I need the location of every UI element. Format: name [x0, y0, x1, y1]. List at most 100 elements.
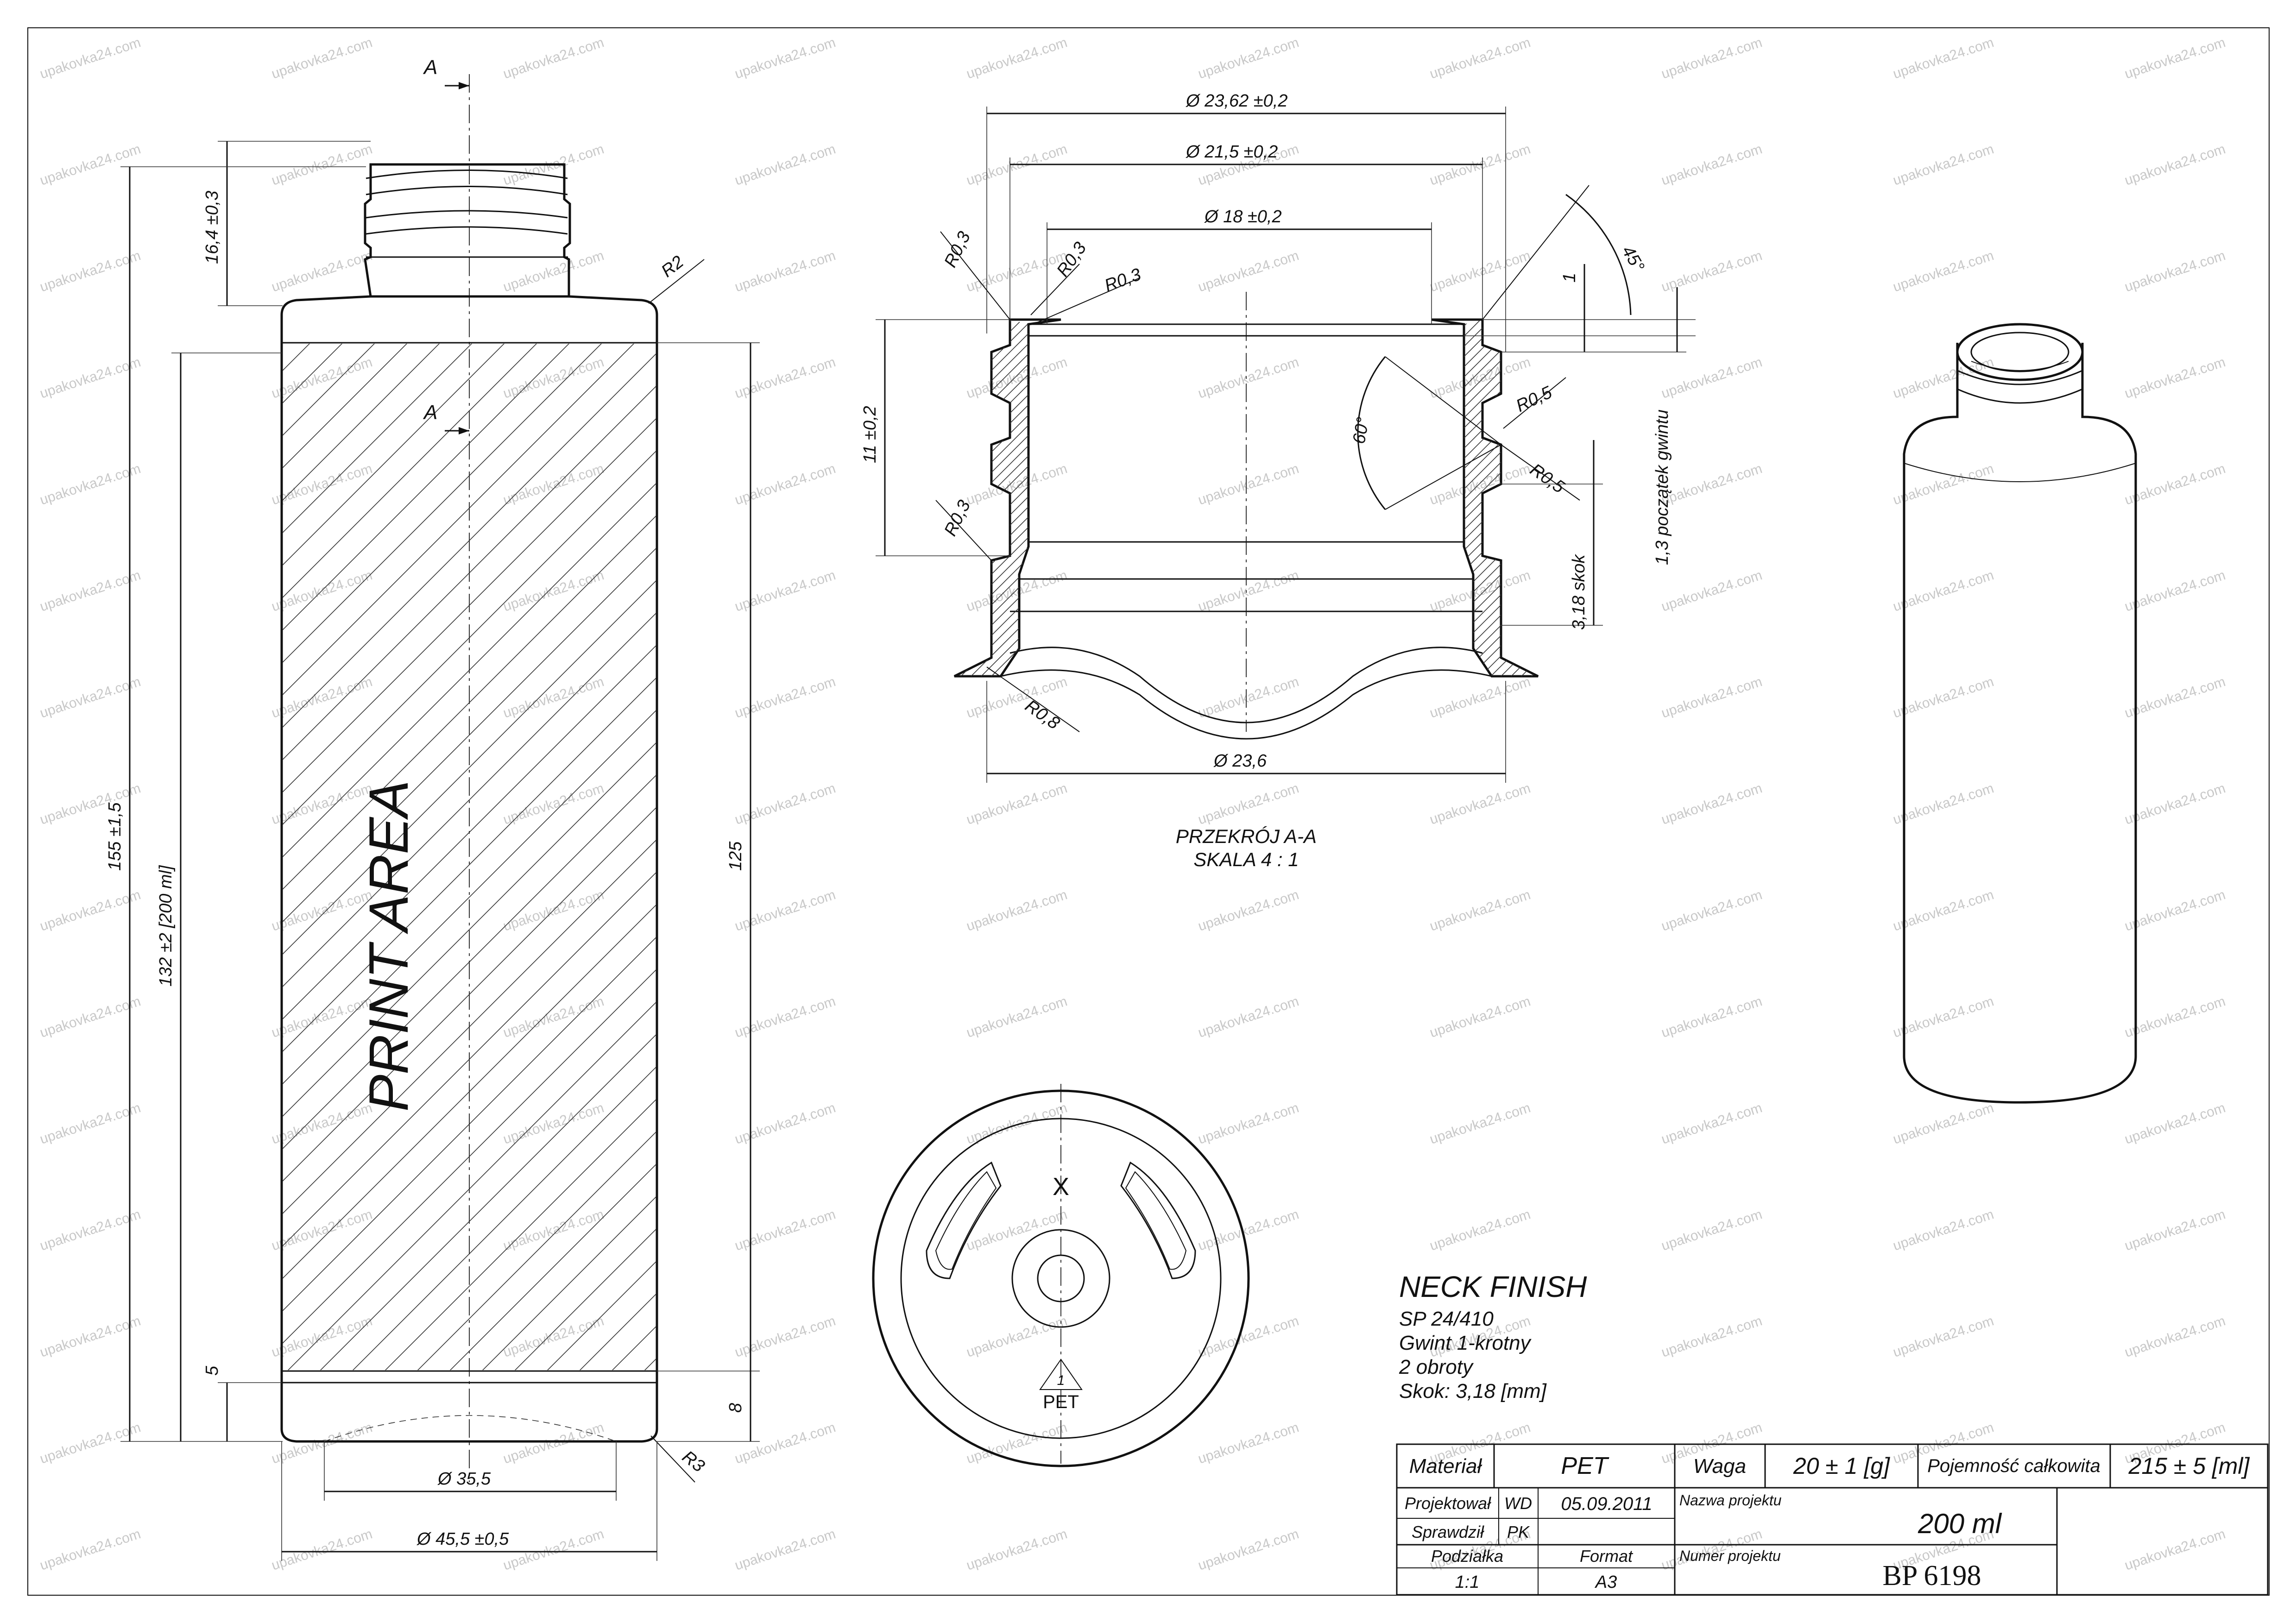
dim-flange: Ø 23,6: [1213, 751, 1267, 771]
watermark-text: upakovka24.com: [1428, 461, 1533, 508]
dim-outer-thread: Ø 23,62 ±0,2: [1185, 91, 1287, 111]
watermark-text: upakovka24.com: [733, 248, 838, 295]
watermark-text: upakovka24.com: [733, 567, 838, 614]
watermark-text: upakovka24.com: [1196, 1526, 1301, 1573]
watermark-text: upakovka24.com: [1428, 674, 1533, 721]
dim-total-height: 155 ±1,5: [105, 802, 125, 871]
hatch-line: [283, 580, 656, 955]
watermark-text: upakovka24.com: [1891, 141, 1996, 188]
watermark-text: upakovka24.com: [965, 994, 1069, 1040]
watermark-text: upakovka24.com: [1196, 1420, 1301, 1466]
watermark-text: upakovka24.com: [2123, 567, 2227, 614]
watermark-text: upakovka24.com: [2123, 1313, 2227, 1360]
hatch-line: [283, 344, 570, 631]
hatch-line: [954, 320, 1028, 676]
watermark-text: upakovka24.com: [1659, 780, 1764, 827]
neck-finish-notes: NECK FINISH SP 24/410 Gwint 1-krotny 2 o…: [1399, 1270, 1587, 1403]
hatch-line: [954, 320, 1028, 676]
hatch-line: [954, 320, 956, 676]
watermark-text: upakovka24.com: [733, 1100, 838, 1147]
watermark-text: upakovka24.com: [1891, 674, 1996, 721]
watermark-text: upakovka24.com: [1659, 248, 1764, 295]
neck-finish-line-1: SP 24/410: [1399, 1308, 1494, 1330]
watermark-text: upakovka24.com: [2123, 354, 2227, 401]
watermark-text: upakovka24.com: [501, 354, 606, 401]
tb-designed-label: Projektował: [1405, 1494, 1491, 1513]
watermark-text: upakovka24.com: [1891, 1100, 1996, 1147]
neck-finish-line-3: 2 obroty: [1399, 1356, 1474, 1378]
watermark-text: upakovka24.com: [1196, 567, 1301, 614]
watermark-text: upakovka24.com: [38, 887, 143, 934]
watermark-text: upakovka24.com: [2123, 780, 2227, 827]
tb-designed-by: WD: [1504, 1494, 1532, 1513]
watermark-text: upakovka24.com: [733, 354, 838, 401]
tb-designed-date: 05.09.2011: [1561, 1494, 1652, 1514]
watermark-text: upakovka24.com: [270, 461, 374, 508]
watermark-text: upakovka24.com: [965, 248, 1069, 295]
tb-scale-value: 1:1: [1455, 1573, 1480, 1592]
watermark-text: upakovka24.com: [270, 1526, 374, 1573]
watermark-text: upakovka24.com: [1428, 780, 1533, 827]
watermark-text: upakovka24.com: [38, 567, 143, 614]
watermark-text: upakovka24.com: [38, 248, 143, 295]
hatch-line: [283, 385, 656, 761]
neck-finish-title: NECK FINISH: [1399, 1270, 1587, 1303]
dim-finish-height: 11 ±0,2: [860, 406, 880, 463]
watermark-text: upakovka24.com: [38, 1526, 143, 1573]
watermark-text: upakovka24.com: [501, 780, 606, 827]
watermark-text: upakovka24.com: [2123, 1207, 2227, 1253]
watermark-text: upakovka24.com: [2123, 1100, 2227, 1147]
watermark-text: upakovka24.com: [1659, 461, 1764, 508]
watermark-text: upakovka24.com: [1196, 780, 1301, 827]
watermark-text: upakovka24.com: [1196, 994, 1301, 1040]
watermark-text: upakovka24.com: [38, 1420, 143, 1466]
watermark-text: upakovka24.com: [1891, 248, 1996, 295]
dim-top-offset: 1: [1560, 273, 1579, 283]
watermark-text: upakovka24.com: [733, 1526, 838, 1573]
watermark-text: upakovka24.com: [2123, 248, 2227, 295]
watermark-text: upakovka24.com: [501, 567, 606, 614]
watermark-text: upakovka24.com: [1891, 887, 1996, 934]
watermark-text: upakovka24.com: [1659, 567, 1764, 614]
hatch-line: [283, 344, 635, 696]
tb-format-label: Format: [1580, 1547, 1634, 1566]
tb-weight-value: 20 ± 1 [g]: [1793, 1453, 1890, 1479]
hatch-line: [283, 645, 656, 1020]
tb-checked-by: PK: [1507, 1522, 1530, 1541]
watermark-text: upakovka24.com: [965, 354, 1069, 401]
watermark-text: upakovka24.com: [38, 1100, 143, 1147]
watermark-text: upakovka24.com: [1196, 461, 1301, 508]
hatch-line: [1464, 320, 1526, 676]
tb-checked-label: Sprawdził: [1412, 1522, 1484, 1541]
dim-base-right: 8: [726, 1403, 745, 1413]
hatch-line: [283, 710, 656, 1085]
watermark-text: upakovka24.com: [270, 354, 374, 401]
section-caption-line1: PRZEKRÓJ A-A: [1176, 825, 1317, 847]
hatch-line: [954, 320, 1028, 676]
recycle-material: PET: [1043, 1392, 1079, 1412]
watermark-text: upakovka24.com: [501, 248, 606, 295]
hatch-line: [283, 677, 656, 1052]
watermark-text: upakovka24.com: [1428, 35, 1533, 82]
hatch-line: [283, 774, 656, 1150]
watermark-text: upakovka24.com: [501, 994, 606, 1040]
hatch-line: [954, 320, 1028, 676]
recycle-number: 1: [1057, 1373, 1065, 1388]
watermark-text: upakovka24.com: [733, 461, 838, 508]
watermark-text: upakovka24.com: [1659, 1207, 1764, 1253]
watermark-text: upakovka24.com: [1196, 1100, 1301, 1147]
hatch-line: [954, 320, 966, 676]
neck-finish-line-4: Skok: 3,18 [mm]: [1399, 1380, 1547, 1403]
watermark-text: upakovka24.com: [965, 461, 1069, 508]
neck-finish-line-2: Gwint 1-krotny: [1399, 1332, 1532, 1354]
tb-project-number-label: Numer projektu: [1679, 1548, 1781, 1564]
watermark-text: upakovka24.com: [733, 1207, 838, 1253]
watermark-text: upakovka24.com: [38, 1313, 143, 1360]
watermark-text: upakovka24.com: [1659, 35, 1764, 82]
watermark-text: upakovka24.com: [965, 887, 1069, 934]
dim-body-diameter: Ø 45,5 ±0,5: [416, 1529, 509, 1549]
hatch-line: [954, 320, 1028, 676]
watermark-text: upakovka24.com: [38, 674, 143, 721]
watermark-text: upakovka24.com: [1428, 1207, 1533, 1253]
watermark-text: upakovka24.com: [1659, 1313, 1764, 1360]
